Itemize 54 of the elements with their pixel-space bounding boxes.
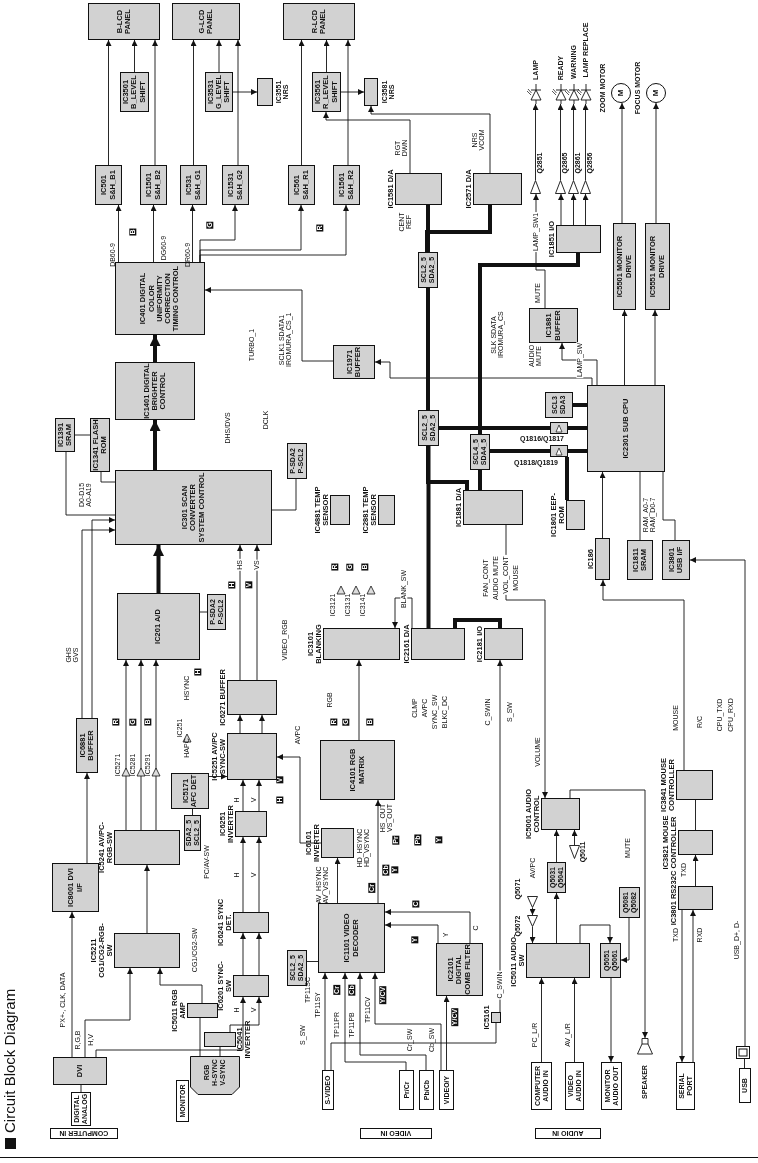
signal-line [330, 1022, 497, 1071]
led-symbol [555, 84, 567, 104]
bus-line [568, 426, 587, 430]
bus-line [439, 426, 550, 430]
connector-symbol [190, 1056, 240, 1095]
signal-line [199, 1017, 201, 1057]
buffer-symbol [555, 180, 566, 194]
bus-line [426, 446, 431, 628]
bus-line [478, 253, 580, 434]
motor-symbol: M [646, 83, 666, 103]
signal-line [306, 961, 319, 962]
led-symbol [530, 84, 542, 104]
speaker-symbol [637, 1038, 653, 1056]
signal-line [74, 434, 91, 436]
signal-line [662, 471, 676, 541]
diagram-title: Circuit Block Diagram [1, 988, 18, 1133]
switch-symbol [550, 422, 568, 434]
buffer-symbol [569, 845, 580, 859]
signal-line [639, 471, 641, 541]
bus-line [426, 446, 469, 490]
arrow [149, 335, 161, 362]
signal-line [65, 451, 116, 516]
signal-line [192, 808, 193, 816]
led-symbol [580, 84, 592, 104]
buffer-symbol [568, 180, 579, 194]
bus-line [573, 403, 587, 407]
signal-line [219, 1046, 221, 1057]
signal-line [80, 1084, 82, 1093]
bus-line [568, 449, 587, 453]
usb-socket-symbol [736, 1046, 750, 1059]
ic-block [257, 78, 273, 106]
bus-line [453, 618, 502, 628]
bus-line [426, 205, 430, 252]
motor-symbol: M [611, 83, 631, 103]
buffer-symbol [580, 180, 591, 194]
bus-line [478, 470, 482, 490]
arrow [153, 545, 164, 593]
buffer-symbol [530, 180, 541, 194]
buffer-symbol [527, 896, 538, 908]
signal-line [744, 1058, 745, 1069]
bus-line [426, 288, 430, 410]
bus-line [565, 457, 569, 500]
signal-line [695, 799, 696, 831]
bus-line [490, 449, 550, 453]
switch-symbol [550, 445, 568, 457]
arrow [529, 907, 536, 916]
signal-line [100, 471, 116, 483]
signal-line [199, 611, 208, 613]
arrow [149, 420, 161, 470]
signal-line [271, 478, 297, 511]
led-symbol [568, 84, 580, 104]
buffer-symbol [527, 915, 538, 927]
bus-line [425, 205, 492, 252]
ic-block [364, 78, 378, 106]
